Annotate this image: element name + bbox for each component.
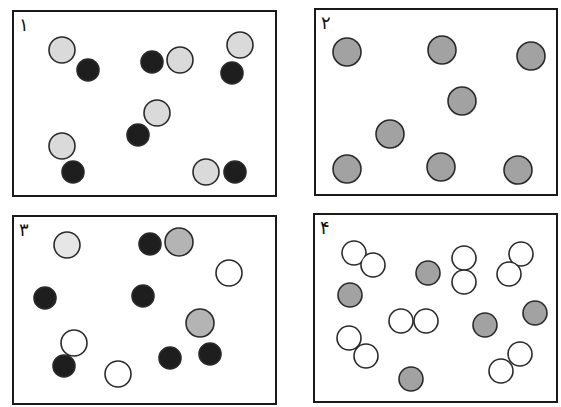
grey-atoms <box>338 261 547 391</box>
join-mask <box>511 244 532 265</box>
grey-atom <box>376 120 404 148</box>
dark-atom <box>127 124 149 146</box>
panel-number: ۳ <box>17 221 31 239</box>
grey-atom <box>399 367 423 391</box>
white-molecule <box>497 242 533 286</box>
white-atom <box>508 342 532 366</box>
grey-atom <box>165 228 193 256</box>
white-molecule <box>342 241 385 277</box>
white-molecule <box>489 342 532 383</box>
white-atom <box>497 262 521 286</box>
white-atom <box>354 344 378 368</box>
panel-frame: ۴ <box>313 213 558 403</box>
join-mask <box>391 311 412 332</box>
white-molecule <box>389 309 438 333</box>
dark-atom <box>77 59 99 81</box>
dark-atom <box>132 285 154 307</box>
white-molecule <box>337 326 378 368</box>
dark-atom <box>139 233 161 255</box>
dark-atom <box>34 287 56 309</box>
panel-number: ۲ <box>319 14 333 32</box>
white-atom <box>216 260 242 286</box>
dark-atom <box>199 343 221 365</box>
join-mask <box>344 243 365 264</box>
grey-atom <box>333 155 361 183</box>
grey-atom <box>523 301 547 325</box>
grey-atom <box>416 261 440 285</box>
white-atom <box>452 270 476 294</box>
white-atom <box>414 309 438 333</box>
light-atom <box>144 100 170 126</box>
white-atom <box>105 361 131 387</box>
join-mask <box>510 344 531 365</box>
light-atom <box>49 37 75 63</box>
white-atom <box>452 246 476 270</box>
light-atom <box>193 159 219 185</box>
panel-number: ۴ <box>318 219 332 237</box>
join-mask <box>454 248 475 269</box>
grey-atom <box>504 156 532 184</box>
join-mask <box>339 328 360 349</box>
light-atom <box>54 232 80 258</box>
panel-four-molecules <box>337 241 547 391</box>
white-atom <box>489 359 513 383</box>
dark-atom <box>62 161 84 183</box>
grey-atom <box>428 36 456 64</box>
dark-atom <box>159 347 181 369</box>
panel-one-molecules <box>49 32 253 185</box>
white-atom <box>361 253 385 277</box>
panel-three-mixture <box>34 228 242 387</box>
dark-atom <box>141 51 163 73</box>
grey-atom <box>473 313 497 337</box>
panel-frame: ۳ <box>12 215 277 405</box>
light-atom <box>167 47 193 73</box>
white-atom <box>389 309 413 333</box>
panel-frame: ۲ <box>314 8 558 196</box>
white-molecule <box>452 246 476 294</box>
light-atom <box>49 133 75 159</box>
grey-atom <box>338 283 362 307</box>
panel-number: ۱ <box>17 16 31 34</box>
white-atom <box>61 330 87 356</box>
grey-atom <box>427 153 455 181</box>
grey-atom <box>517 42 545 70</box>
grey-atom <box>186 309 214 337</box>
panel-frame: ۱ <box>12 10 277 197</box>
dark-atom <box>221 62 243 84</box>
dark-atom <box>53 355 75 377</box>
light-atom <box>227 32 253 58</box>
grey-atom <box>448 87 476 115</box>
white-atom <box>337 326 361 350</box>
panel-two-atoms <box>333 36 545 184</box>
dark-atom <box>224 161 246 183</box>
grey-atom <box>333 38 361 66</box>
